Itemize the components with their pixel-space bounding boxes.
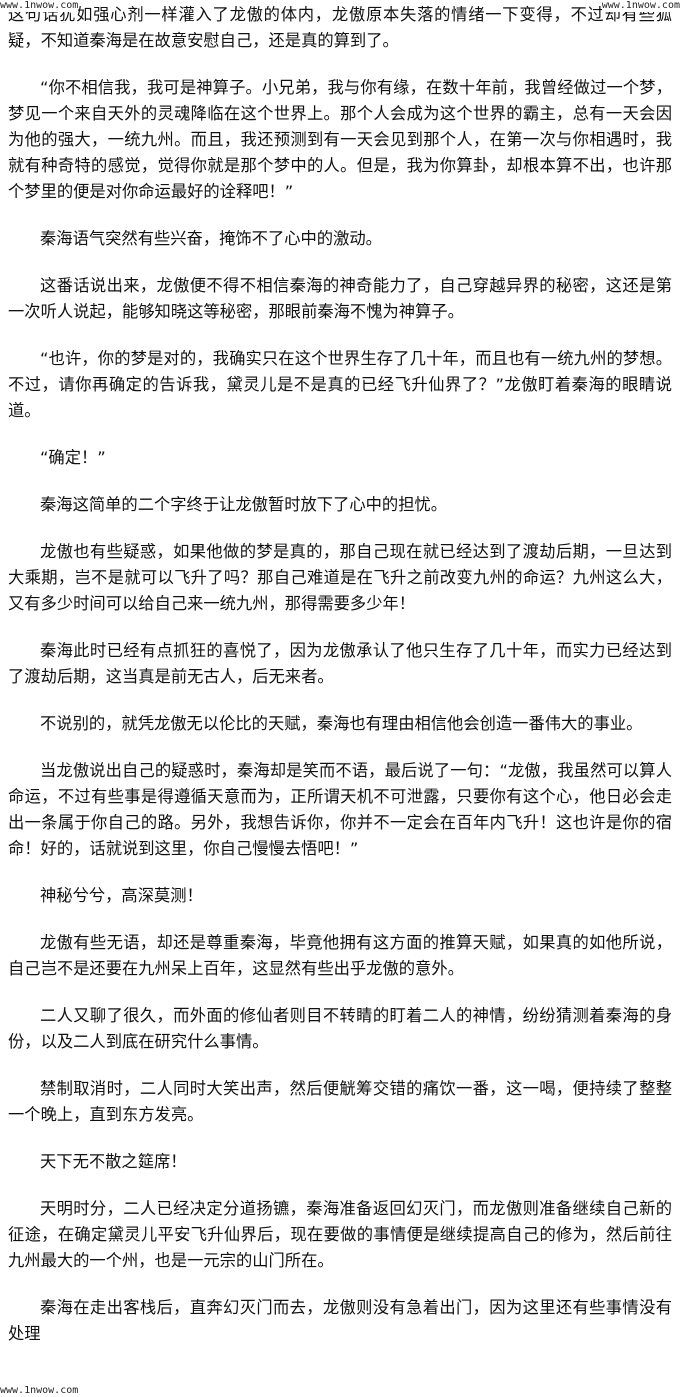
paragraph: 这句话犹如强心剂一样灌入了龙傲的体内，龙傲原本失落的情绪一下变得，不过却有些狐疑… xyxy=(8,5,672,50)
paragraph: 龙傲有些无语，却还是尊重秦海，毕竟他拥有这方面的推算天赋，如果真的如他所说，自己… xyxy=(8,933,672,978)
watermark-top-left: www.1nwow.com xyxy=(0,0,79,12)
paragraph: 禁制取消时，二人同时大笑出声，然后便觥筹交错的痛饮一番，这一喝，便持续了整整一个… xyxy=(8,1079,672,1124)
paragraph: “你不相信我，我可是神算子。小兄弟，我与你有缘，在数十年前，我曾经做过一个梦，梦… xyxy=(8,78,672,201)
paragraph: 神秘兮兮，高深莫测！ xyxy=(40,886,203,905)
paragraph: 天下无不散之筵席！ xyxy=(40,1152,187,1171)
paragraph: “也许，你的梦是对的，我确实只在这个世界生存了几十年，而且也有一统九州的梦想。不… xyxy=(8,349,672,420)
paragraph: 秦海这简单的二个字终于让龙傲暂时放下了心中的担忧。 xyxy=(40,495,448,514)
paragraph: 二人又聊了很久，而外面的修仙者则目不转睛的盯着二人的神情，纷纷猜测着秦海的身份，… xyxy=(8,1006,672,1051)
article-body: 这句话犹如强心剂一样灌入了龙傲的体内，龙傲原本失落的情绪一下变得，不过却有些狐疑… xyxy=(8,2,672,1368)
paragraph: 秦海在走出客栈后，直奔幻灭门而去，龙傲则没有急着出门，因为这里还有些事情没有处理 xyxy=(8,1298,672,1343)
paragraph: “确定！” xyxy=(40,448,106,467)
paragraph: 龙傲也有些疑惑，如果他做的梦是真的，那自己现在就已经达到了渡劫后期，一旦达到大乘… xyxy=(8,542,672,613)
paragraph: 不说别的，就凭龙傲无以伦比的天赋，秦海也有理由相信他会创造一番伟大的事业。 xyxy=(40,714,643,733)
paragraph: 这番话说出来，龙傲便不得不相信秦海的神奇能力了，自己穿越异界的秘密，这还是第一次… xyxy=(8,276,672,321)
watermark-bottom-left: www.1nwow.com xyxy=(0,1385,79,1397)
paragraph: 当龙傲说出自己的疑惑时，秦海却是笑而不语，最后说了一句：“龙傲，我虽然可以算人命… xyxy=(8,761,672,858)
paragraph: 秦海此时已经有点抓狂的喜悦了，因为龙傲承认了他只生存了几十年，而实力已经达到了渡… xyxy=(8,641,672,686)
paragraph: 秦海语气突然有些兴奋，掩饰不了心中的激动。 xyxy=(40,229,382,248)
watermark-top-right: www.1nwow.com xyxy=(601,0,680,12)
paragraph: 天明时分，二人已经决定分道扬镳，秦海准备返回幻灭门，而龙傲则准备继续自己新的征途… xyxy=(8,1199,672,1270)
